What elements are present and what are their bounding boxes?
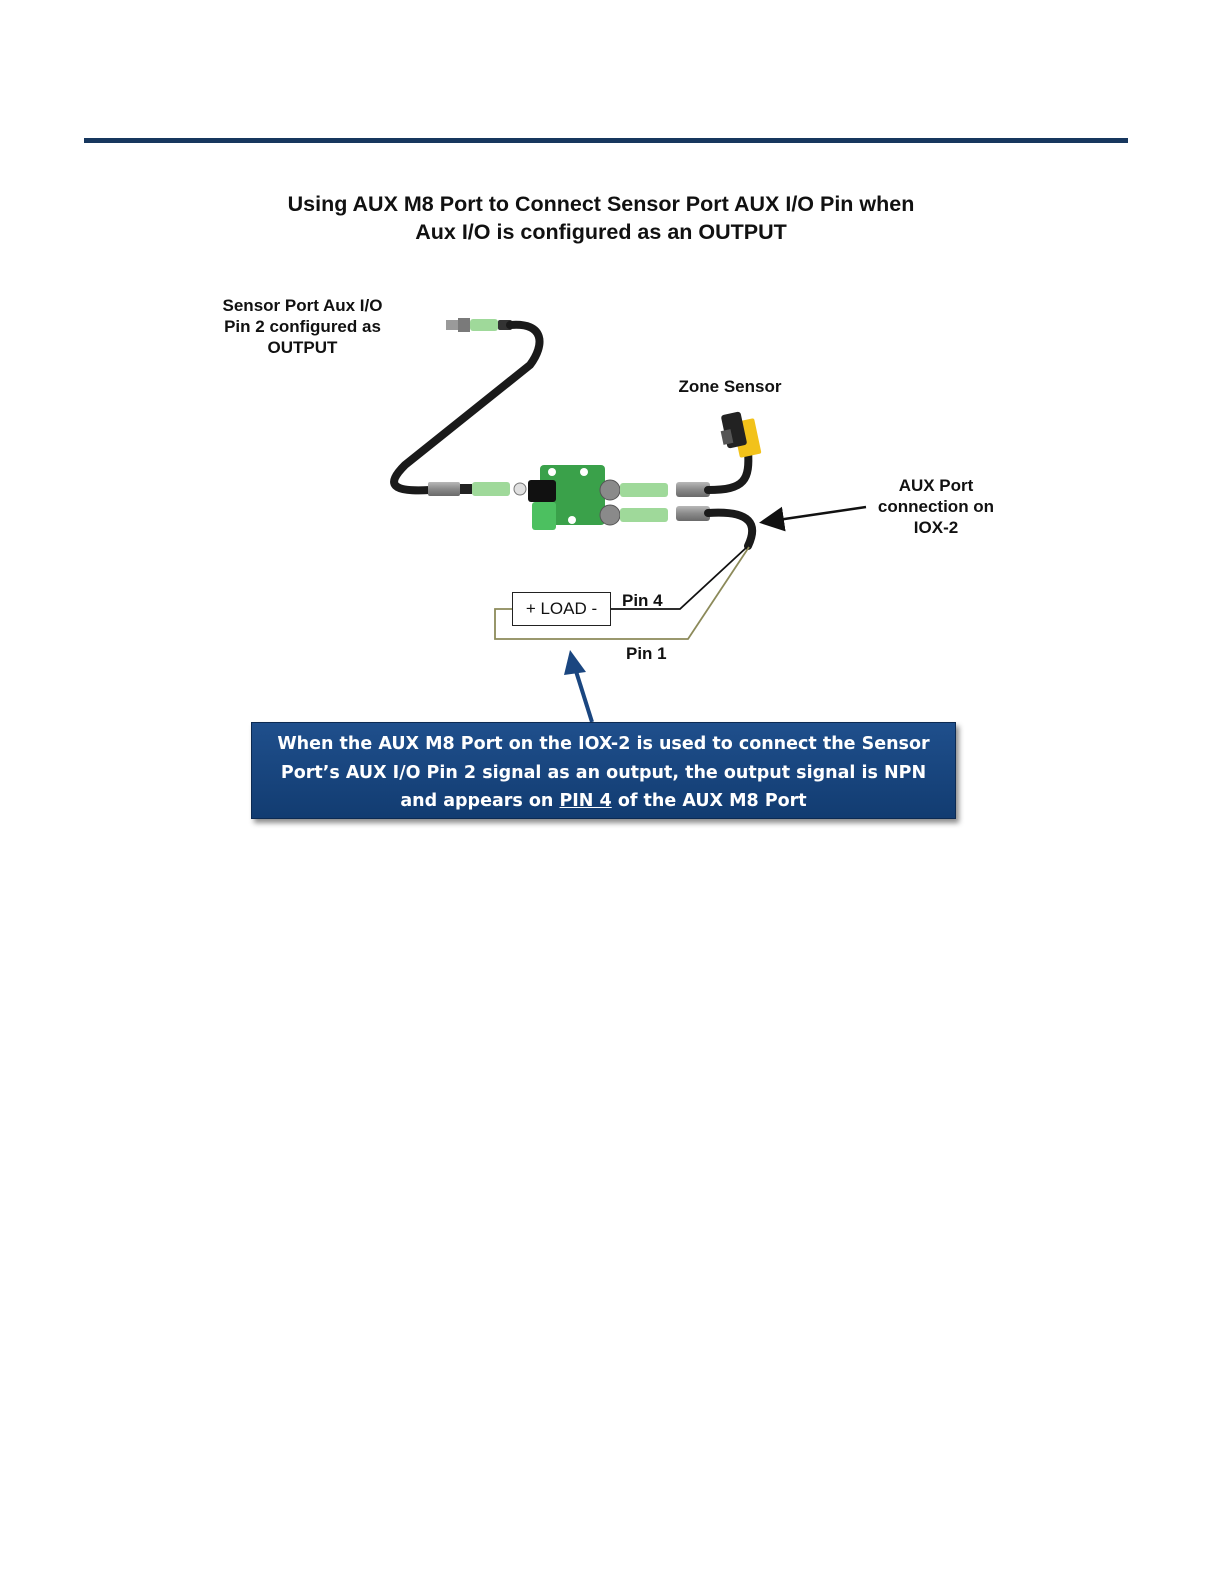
top-rule — [84, 138, 1128, 143]
load-box: + LOAD - — [512, 592, 611, 626]
diagram-title: Using AUX M8 Port to Connect Sensor Port… — [200, 190, 1002, 246]
sensor-port-label-line-2: Pin 2 configured as — [224, 317, 381, 336]
sensor-port-label-line-3: OUTPUT — [267, 338, 338, 357]
aux-port-label-line-3: IOX-2 — [913, 518, 959, 537]
right-splitter-connectors — [620, 482, 710, 522]
aux-port-label-line-2: connection on — [877, 497, 995, 516]
callout-line-2: Port’s AUX I/O Pin 2 signal as an output… — [280, 762, 927, 783]
zone-sensor-label: Zone Sensor — [678, 377, 782, 396]
aux-port-label: AUX Port connection on IOX-2 — [862, 475, 1010, 538]
pin4-label: Pin 4 — [622, 591, 663, 610]
callout-line-3-prefix: and appears on — [400, 791, 560, 811]
zone-sensor — [720, 411, 762, 458]
explanation-callout: When the AUX M8 Port on the IOX-2 is use… — [251, 722, 956, 819]
title-line-1: Using AUX M8 Port to Connect Sensor Port… — [287, 192, 915, 216]
left-splitter-connector — [428, 482, 527, 496]
callout-line-1: When the AUX M8 Port on the IOX-2 is use… — [277, 734, 930, 754]
pin4-wire — [611, 546, 748, 610]
sensor-port-cable — [390, 320, 544, 495]
sensor-port-connector — [446, 318, 512, 332]
aux-port-cable — [704, 508, 757, 550]
sensor-port-label: Sensor Port Aux I/O Pin 2 configured as … — [200, 295, 405, 358]
pin1-wire — [494, 546, 750, 640]
pin1-label: Pin 1 — [626, 644, 667, 663]
callout-pin4-emphasis: PIN 4 — [559, 791, 612, 811]
iox-2-board — [528, 465, 621, 530]
sensor-port-label-line-1: Sensor Port Aux I/O — [222, 296, 383, 315]
title-line-2: Aux I/O is configured as an OUTPUT — [415, 220, 787, 244]
zone-sensor-cable — [704, 446, 753, 494]
callout-arrow — [564, 650, 594, 723]
aux-port-arrow — [759, 505, 867, 532]
aux-port-label-line-1: AUX Port — [898, 476, 974, 495]
callout-line-3-suffix: of the AUX M8 Port — [611, 791, 807, 811]
load-label: + LOAD - — [525, 599, 598, 618]
callout-line-3: and appears on PIN 4 of the AUX M8 Port — [252, 787, 955, 816]
